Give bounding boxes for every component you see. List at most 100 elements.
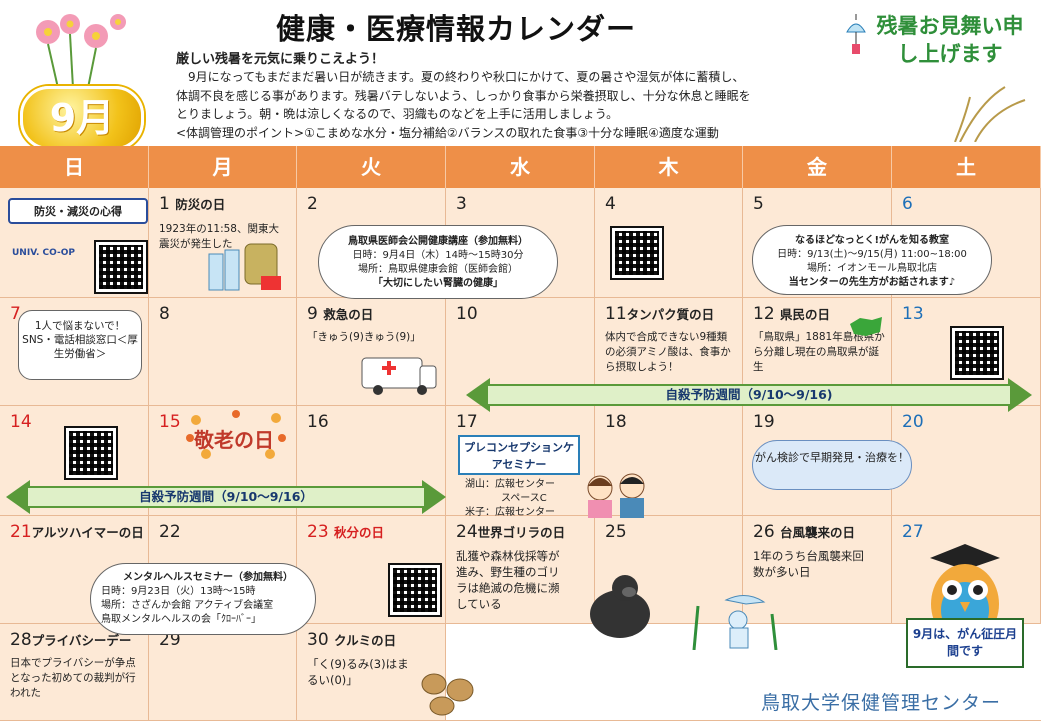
- venue-yonago: 米子：広報センター: [465, 507, 555, 518]
- day-cell-20: 20: [892, 406, 1041, 516]
- day-number: 20: [902, 412, 924, 432]
- greeting-banner: 残暑お見舞い申し上げます: [876, 14, 1024, 66]
- arrow-label: 自殺予防週間（9/10～9/16): [488, 384, 1010, 406]
- day-number: 28プライバシーデー: [10, 630, 132, 650]
- preconception-venues: 湖山：広報センター スペースC 米子：広報センター: [465, 478, 555, 520]
- notice-title: なるほどなっとく!がんを知る教室: [794, 235, 950, 246]
- venue-koyama-room: スペースC: [501, 493, 547, 504]
- weekday-mon: 月: [149, 146, 297, 188]
- event-note: 「く(9)るみ(3)はまるい(0)」: [307, 657, 409, 687]
- day-number: 12 県民の日: [753, 304, 831, 324]
- flower-illustration: [18, 8, 128, 89]
- day-cell-28: 28プライバシーデー 日本でプライバシーが争点となった初めての裁判が行われた: [0, 624, 149, 721]
- day-number: 21アルツハイマーの日: [10, 522, 144, 542]
- bousai-title: 防災・減災の心得: [8, 198, 148, 224]
- event-note: 1923年の11:58、関東大震災が発生した: [159, 223, 279, 250]
- day-number: 11タンパク質の日: [605, 304, 715, 324]
- cancer-awareness-month-sign: 9月は、がん征圧月間です: [906, 618, 1024, 668]
- day-cell-24: 24世界ゴリラの日 乱獲や森林伐採等が進み、野生種のゴリラは絶滅の危機に瀕してい…: [446, 516, 595, 624]
- event-note: 体内で合成できない9種類の必須アミノ酸は、食事から摂取しよう！: [605, 331, 731, 373]
- ishikai-lecture-notice: 鳥取県医師会公開健康講座（参加無料） 日時：9月4日（木）14時～15時30分 …: [318, 225, 558, 299]
- day-number: 26 台風襲来の日: [753, 522, 856, 542]
- event-title: タンパク質の日: [626, 307, 715, 322]
- event-note: 日本でプライバシーが争点となった初めての裁判が行われた: [10, 657, 136, 699]
- event-title: 県民の日: [780, 307, 831, 322]
- keiro-label: 敬老の日: [194, 428, 274, 452]
- event-title: 救急の日: [323, 307, 374, 322]
- event-title: プライバシーデー: [31, 633, 132, 648]
- notice-title: 鳥取県医師会公開健康講座（参加無料）: [348, 236, 528, 247]
- couple-illustration: [582, 466, 652, 518]
- intro-line: 9月になってもまだまだ暑い日が続きます。夏の終わりや秋口にかけて、夏の暑さや湿気…: [176, 70, 745, 84]
- day-number: 23 秋分の日: [307, 522, 385, 542]
- mental-health-seminar-notice: メンタルヘルスセミナー（参加無料） 日時：9月23日（火）13時～15時 場所：…: [90, 563, 316, 635]
- day-number: 27: [902, 522, 924, 542]
- day-number: 6: [902, 194, 913, 214]
- footer-organization: 鳥取大学保健管理センター: [760, 692, 1001, 714]
- notice-place: 場所：鳥取県健康会館（医師会館）: [358, 264, 518, 275]
- gorilla-icon: [585, 572, 655, 642]
- ambulance-icon: [360, 350, 440, 396]
- event-title: 世界ゴリラの日: [477, 525, 566, 540]
- notice-title: メンタルヘルスセミナー（参加無料）: [123, 572, 293, 583]
- qr-code[interactable]: [610, 226, 664, 280]
- day-number: 15: [159, 412, 181, 432]
- day-cell-18: 18: [595, 406, 743, 516]
- keiro-no-hi-graphic: 敬老の日: [186, 410, 286, 462]
- day-number: 13: [902, 304, 924, 324]
- day-number: 9 救急の日: [307, 304, 374, 324]
- event-title: 秋分の日: [334, 525, 385, 540]
- day-cell-26: 26 台風襲来の日 1年のうち台風襲来回数が多い日: [743, 516, 892, 624]
- event-title: クルミの日: [334, 633, 397, 648]
- day-number: 7: [10, 304, 21, 324]
- disaster-kit-icon: [205, 240, 285, 295]
- day-number: 17: [456, 412, 478, 432]
- notice-place: 場所：さざんか会館 アクティブ会議室: [101, 600, 274, 611]
- day-number: 1 防災の日: [159, 194, 226, 214]
- page-subtitle: 厳しい残暑を元気に乗りこえよう！: [176, 52, 385, 67]
- cosmos-flower-icon: [36, 14, 126, 89]
- cancer-screening-bubble: がん検診で早期発見・治療を！: [752, 440, 912, 490]
- typhoon-illustration: [686, 590, 786, 651]
- preconception-seminar-title: プレコンセプションケアセミナー: [458, 435, 580, 475]
- event-title: 防災の日: [175, 197, 226, 212]
- suicide-prevention-week-arrow: 自殺予防週間（9/10～9/16）: [6, 480, 446, 514]
- bousai-notice: 防災・減災の心得 UNIV. CO-OP: [8, 198, 148, 290]
- qr-code[interactable]: [64, 426, 118, 480]
- intro-line: <体調管理のポイント>①こまめな水分・塩分補給②バランスの取れた食事③十分な睡眠…: [176, 125, 719, 140]
- day-number: 14: [10, 412, 32, 432]
- univ-coop-logo: UNIV. CO-OP: [12, 248, 75, 258]
- day-cell-30: 30 クルミの日 「く(9)るみ(3)はまるい(0)」: [297, 624, 446, 721]
- cancer-class-notice: なるほどなっとく!がんを知る教室 日時：9/13(土)～9/15(月) 11:0…: [752, 225, 992, 295]
- weekday-sun: 日: [0, 146, 149, 188]
- suicide-prevention-week-arrow: 自殺予防週間（9/10～9/16): [466, 378, 1032, 412]
- day-number: 29: [159, 630, 181, 650]
- day-number: 24世界ゴリラの日: [456, 522, 566, 542]
- intro-line: 体調不良を感じる事があります。残暑バテしないよう、しっかり食事から栄養摂取し、十…: [176, 88, 751, 103]
- day-number: 8: [159, 304, 170, 324]
- notice-organizer: 鳥取メンタルヘルスの会「ｸﾛｰﾊﾞｰ」: [101, 614, 261, 625]
- sns-consult-notice: 1人で悩まないで！SNS・電話相談窓口＜厚生労働省＞: [18, 310, 142, 380]
- event-title: 台風襲来の日: [780, 525, 856, 540]
- day-number: 22: [159, 522, 181, 542]
- intro-text: 9月になってもまだまだ暑い日が続きます。夏の終わりや秋口にかけて、夏の暑さや湿気…: [176, 68, 866, 142]
- day-number: 4: [605, 194, 616, 214]
- weekday-thu: 木: [595, 146, 743, 188]
- qr-code[interactable]: [94, 240, 148, 294]
- qr-code[interactable]: [388, 563, 442, 617]
- event-note: 「鳥取県」1881年島根県から分離し現在の鳥取県が誕生: [753, 331, 885, 373]
- day-number: 3: [456, 194, 467, 214]
- qr-code[interactable]: [950, 326, 1004, 380]
- wind-chime-icon: [845, 14, 867, 54]
- notice-note: 当センターの先生方がお話されます♪: [788, 277, 956, 288]
- day-cell-8: 8: [149, 298, 297, 406]
- weekday-wed: 水: [446, 146, 595, 188]
- notice-date: 日時：9月23日（火）13時～15時: [101, 586, 256, 597]
- day-cell-29: 29: [149, 624, 297, 721]
- tottori-map-icon: [848, 314, 884, 338]
- day-number: 2: [307, 194, 318, 214]
- weekday-sat: 土: [892, 146, 1041, 188]
- event-title: アルツハイマーの日: [31, 525, 144, 540]
- arrow-label: 自殺予防週間（9/10～9/16）: [28, 486, 424, 508]
- page-title: 健康・医療情報カレンダー: [276, 12, 637, 46]
